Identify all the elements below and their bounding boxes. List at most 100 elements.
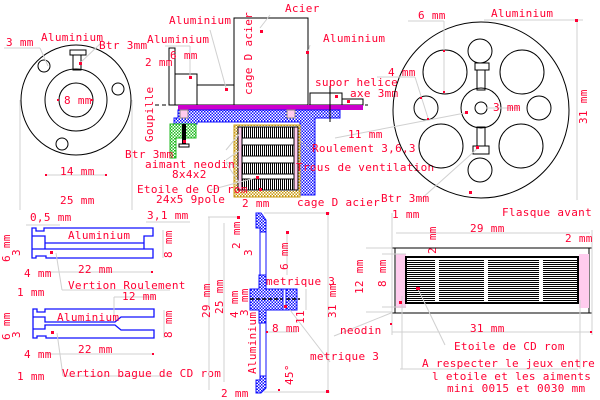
flasque-outer xyxy=(392,21,570,199)
dim-05-label: 0,5 mm xyxy=(30,211,72,224)
roulement-material-label: Aluminium xyxy=(68,229,130,242)
profile-thread xyxy=(282,288,287,311)
profile-material-label: Aluminium xyxy=(246,312,259,374)
stator-view: 1 mm 29 mm 2 mm 2 mm 12 mm 8 mm neodin 3… xyxy=(333,208,595,395)
stator-1mm-label: 1 mm xyxy=(392,208,420,221)
pole xyxy=(488,259,539,301)
aimant-label: aimant neodin xyxy=(145,158,235,171)
screw-btr-head xyxy=(178,143,190,148)
hub-dim-label: 14 mm xyxy=(60,165,95,178)
small-hole xyxy=(467,38,493,64)
stator-8mm-label: 8 mm xyxy=(376,259,389,287)
bague-1mm-label: 1 mm xyxy=(17,370,45,383)
axe-label: axe 3mm xyxy=(350,87,399,100)
profile-2mm-label: 2 mm xyxy=(230,221,243,249)
spoke xyxy=(476,69,486,91)
magnet-left xyxy=(396,254,406,308)
small-hole xyxy=(526,95,552,121)
roulement-title: Vertion Roulement xyxy=(68,279,186,292)
version-bague-view: 12 mm Aluminium 22 mm 4 mm 1 mm 6 mm 3 8… xyxy=(0,290,221,383)
outer-dim-label: 25 mm xyxy=(60,194,95,207)
bague-12mm-label: 12 mm xyxy=(122,290,157,303)
flasque-screw-label: Btr 3mm xyxy=(381,192,430,205)
dim-2mm-label: 2 mm xyxy=(145,56,173,69)
hub-dim-label: 11 mm xyxy=(348,128,383,141)
dim-bottom-label: 2 mm xyxy=(242,197,270,210)
aimant-size-label: 8x4x2 xyxy=(172,168,207,181)
profile-rim-bottom xyxy=(255,375,267,394)
profile-11-label: 11 xyxy=(294,310,307,324)
big-hole-dim-label: 6 mm xyxy=(418,9,446,22)
stator-2mm-vertical-label: 2 mm xyxy=(426,226,439,254)
acier-label: Acier xyxy=(285,2,320,15)
vent-hole xyxy=(418,123,464,169)
profile-rim-top xyxy=(255,212,267,233)
roulement-6mm-label: 6 mm xyxy=(0,234,13,262)
aluminium-cage-label: Aluminium xyxy=(323,32,385,45)
roulement-label: Roulement 3,6,3 xyxy=(312,142,416,155)
roulement-3-label: 3 xyxy=(10,249,23,256)
propeller-support xyxy=(309,92,343,106)
flange-hub-circle xyxy=(44,68,108,132)
spoke xyxy=(476,126,486,147)
etoile-label: Etoile de CD rom xyxy=(137,183,248,196)
bague-4mm-label: 4 mm xyxy=(24,348,52,361)
cage-bottom-label: cage D acier xyxy=(297,196,380,209)
stator-29mm-label: 29 mm xyxy=(470,222,505,235)
vent-hole xyxy=(498,123,544,169)
screw-label: Btr 3mm xyxy=(99,39,148,52)
rotor-aluminium xyxy=(173,109,341,196)
profile-hub xyxy=(249,274,298,324)
mount-hole xyxy=(111,82,125,96)
assembly-section: Acier Aluminium Aluminium Aluminium cage… xyxy=(125,2,434,210)
bague-material-label: Aluminium xyxy=(57,311,119,324)
bague-length-label: 22 mm xyxy=(78,343,113,356)
profile-31mm-label: 31 mm xyxy=(326,283,339,318)
flasque-title: Flasque avant xyxy=(502,206,592,219)
stator-2mm-label: 2 mm xyxy=(565,232,593,245)
bague-8mm-label: 8 mm xyxy=(162,310,175,338)
bague-title: Vertion bague de CD rom xyxy=(62,367,221,380)
stator-31mm-label: 31 mm xyxy=(470,322,505,335)
profile-3mm-label: 3 mm xyxy=(238,288,251,316)
etoile-size-label: 24x5 9pole xyxy=(156,193,225,206)
profile-angle-label: 45° xyxy=(283,364,296,385)
shaft xyxy=(178,105,363,110)
goupille-part xyxy=(169,123,197,159)
step-block xyxy=(174,73,198,106)
screw-head xyxy=(474,62,490,71)
supor-helice-label: supor helice xyxy=(315,76,398,89)
roulement-1mm-label: 1 mm xyxy=(17,286,45,299)
btr-label: Btr 3mm xyxy=(125,148,174,161)
note-line-3: mini 0015 et 0030 mm xyxy=(447,382,586,395)
material-label: Aluminium xyxy=(41,31,103,44)
mount-hole xyxy=(55,137,69,151)
outer-dim-label: 31 mm xyxy=(577,89,590,124)
screw-head xyxy=(472,145,490,155)
small-hole xyxy=(467,157,493,183)
set-screw-head xyxy=(69,49,87,56)
magnets-right xyxy=(293,126,299,191)
axle-bore xyxy=(474,101,488,115)
aluminium-plate-label: Aluminium xyxy=(147,33,209,46)
small-hole-dim-label: 4 mm xyxy=(388,66,416,79)
left-flange-view: 3 mm Aluminium Btr 3mm 8 mm 14 mm 25 mm xyxy=(4,31,148,210)
note-line-1: A respecter le jeux entre xyxy=(422,357,595,370)
bore-dim-label: 3 mm xyxy=(493,101,521,114)
pole xyxy=(543,259,577,301)
stator-12mm-label: 12 mm xyxy=(353,259,366,294)
stator-coil xyxy=(240,126,296,139)
stator-coil xyxy=(240,144,296,157)
bague-part-outline xyxy=(32,308,155,339)
cage-vertical-label: cage D acier xyxy=(242,12,255,95)
ventilation-label: Trous de ventilation xyxy=(296,161,434,174)
bearing-left xyxy=(179,109,189,119)
metric-bottom-label: metrique 3 xyxy=(310,350,379,363)
flasque-material-label: Aluminium xyxy=(491,7,553,20)
profile-4mm-label: 4 mm xyxy=(228,290,241,318)
bague-3-label: 3 xyxy=(10,331,23,338)
profile-29mm-label: 29 mm xyxy=(200,283,213,318)
flasque-avant-view: 6 mm Aluminium 4 mm 3 mm 11 mm 31 mm Btr… xyxy=(334,7,592,219)
small-hole xyxy=(413,95,439,121)
